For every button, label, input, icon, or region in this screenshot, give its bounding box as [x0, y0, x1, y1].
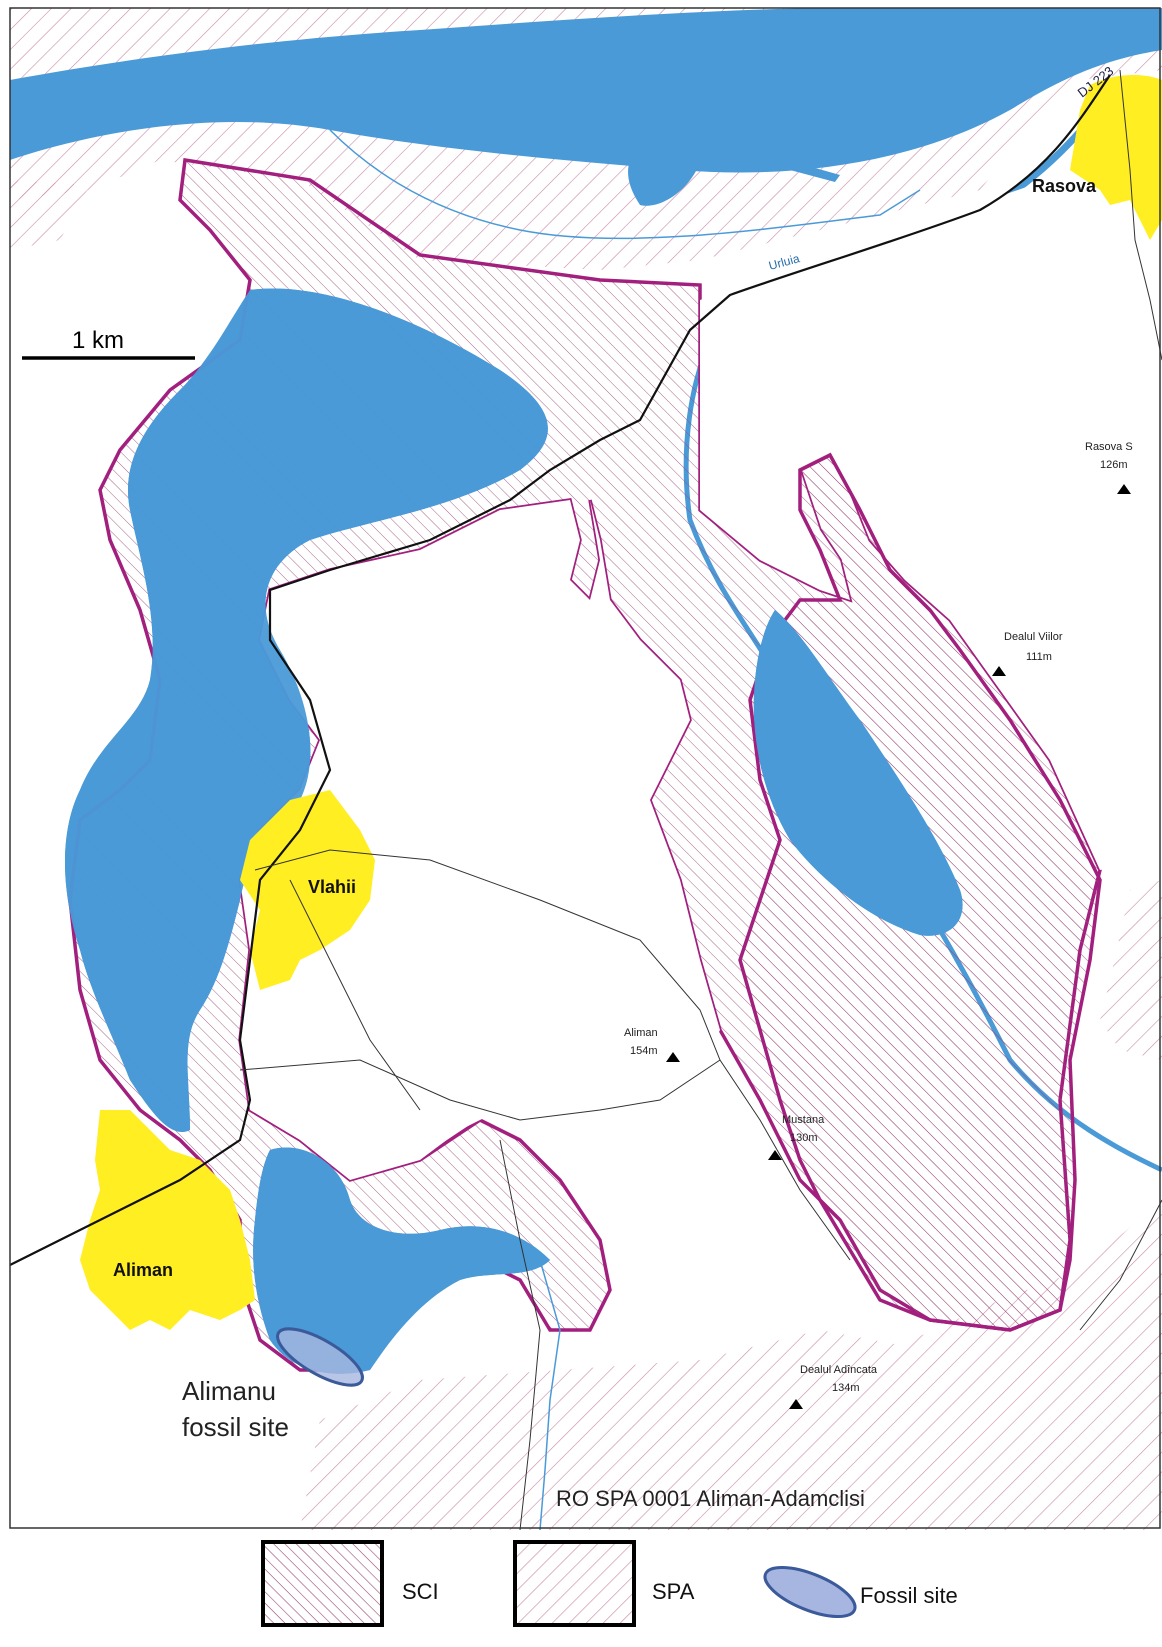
spa-label: RO SPA 0001 Aliman-Adamclisi	[556, 1486, 865, 1511]
lake-east-over	[753, 610, 963, 936]
spa-area-east	[1100, 880, 1162, 1060]
stream-north	[329, 129, 921, 240]
stream-south	[539, 1259, 561, 1530]
peak-elevation: 134m	[832, 1382, 860, 1394]
legend-fossil-label: Fossil site	[860, 1583, 958, 1608]
peak-name: Aliman	[624, 1027, 658, 1039]
peak-triangle-icon	[768, 1150, 782, 1160]
peak-elevation: 130m	[790, 1132, 818, 1144]
spa-area-west	[10, 180, 90, 250]
settlement-rasova-area	[1070, 75, 1162, 240]
settlement-aliman-area	[80, 1110, 255, 1330]
peak-triangle-icon	[992, 666, 1006, 676]
peak-mustana: Mustana 130m	[768, 1114, 825, 1160]
lake-south-arm-over	[253, 1147, 550, 1374]
danube-river	[10, 8, 1162, 173]
scale-bar-label: 1 km	[72, 327, 124, 354]
peak-triangle-icon	[789, 1399, 803, 1409]
legend-sci-label: SCI	[402, 1579, 439, 1604]
track-inner-3	[289, 879, 421, 1111]
settlement-vlahii-area	[240, 790, 375, 990]
settlement-label-vlahii: Vlahii	[308, 877, 356, 897]
peak-elevation: 111m	[1026, 651, 1052, 663]
peak-triangle-icon	[1117, 484, 1131, 494]
legend-sci-swatch	[261, 1540, 384, 1627]
peak-aliman: Aliman 154m	[624, 1027, 680, 1062]
peak-elevation: 126m	[1100, 459, 1128, 471]
legend-fossil-swatch	[763, 1565, 857, 1619]
road-south-east	[1079, 1199, 1162, 1331]
legend: SCI SPA Fossil site	[261, 1540, 958, 1627]
track-inner-1	[254, 849, 851, 1261]
peak-elevation: 154m	[630, 1045, 658, 1057]
peak-name: Dealul Adîncata	[800, 1364, 878, 1376]
oxbow-water	[628, 152, 700, 206]
lake-west-over	[65, 288, 548, 1132]
fossil-site-marker	[276, 1327, 364, 1387]
fossil-site-label-line2: fossil site	[182, 1412, 289, 1442]
spa-area-south	[300, 1200, 1162, 1530]
sci-zone-east-white	[700, 140, 1162, 870]
peak-name: Rasova S	[1085, 441, 1133, 453]
map: 1 km DJ 223 Urluia Rasova Vlahii Aliman …	[9, 7, 1162, 1530]
sci-zone-inner-white	[240, 500, 720, 1180]
settlement-label-aliman: Aliman	[113, 1260, 173, 1280]
peak-name: Mustana	[782, 1114, 825, 1126]
road-east	[1119, 69, 1162, 361]
legend-spa-swatch	[513, 1540, 636, 1627]
river-channel	[560, 76, 700, 86]
map-border	[9, 7, 1161, 1529]
small-channel	[775, 158, 840, 182]
peak-dealul-adincata: Dealul Adîncata 134m	[789, 1364, 878, 1409]
road-dj223	[10, 74, 1111, 1266]
peak-triangle-icon	[666, 1052, 680, 1062]
peak-dealul-viilor: Dealul Viilor 111m	[992, 631, 1063, 676]
legend-spa-label: SPA	[652, 1579, 695, 1604]
fossil-site-label-line1: Alimanu	[182, 1376, 276, 1406]
peak-rasova-s: Rasova S 126m	[1085, 441, 1133, 494]
track-inner-2	[239, 1059, 721, 1121]
peak-name: Dealul Viilor	[1004, 631, 1063, 643]
settlement-label-rasova: Rasova	[1032, 176, 1097, 196]
track-south	[499, 1139, 541, 1530]
